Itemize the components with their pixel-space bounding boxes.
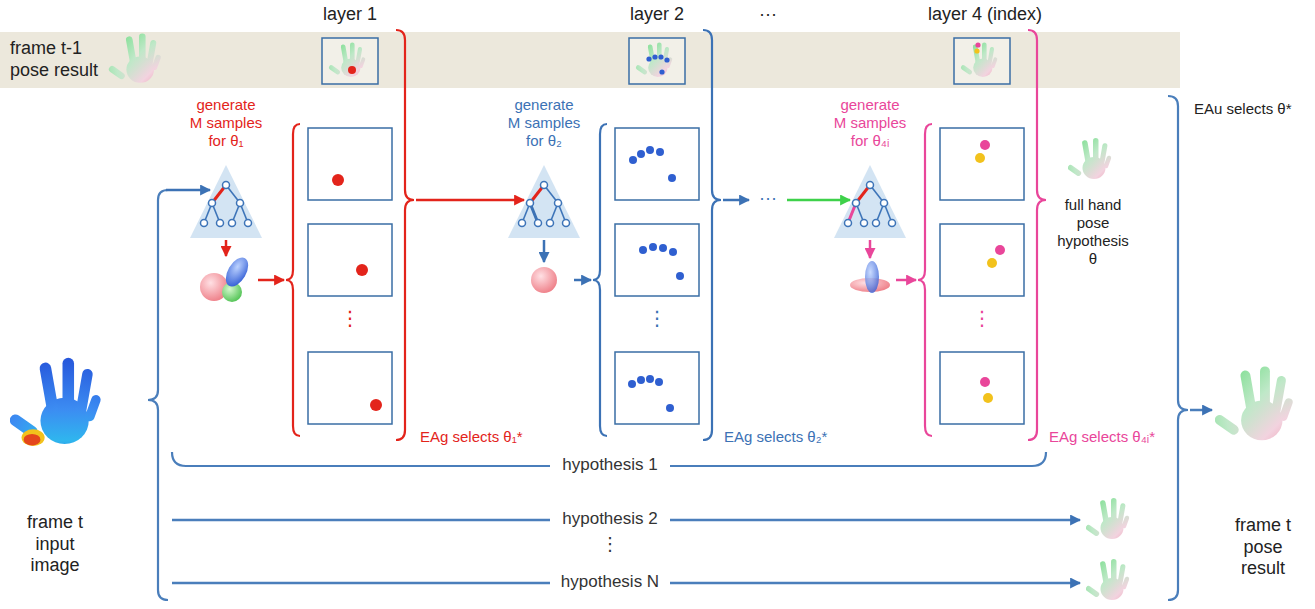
step-label: generate M samples for θ₂ <box>507 96 581 150</box>
hypothesis-label: full hand pose hypothesis θ <box>1055 196 1131 268</box>
vertical-ellipsis: ⋮ <box>642 306 672 330</box>
ellipsis: ··· <box>752 188 784 210</box>
selection-label: EAg selects θ₄ᵢ* <box>1049 428 1167 446</box>
previous-frame-band <box>0 32 1180 88</box>
ellipsis: ··· <box>730 4 806 26</box>
vertical-ellipsis: ⋮ <box>595 534 625 556</box>
layer-label: layer 1 <box>300 4 400 26</box>
vertical-ellipsis: ⋮ <box>335 306 365 330</box>
layer-label: layer 4 (index) <box>905 4 1065 26</box>
frame-label: frame t-1 pose result <box>10 38 110 81</box>
step-label: generate M samples for θ₄ᵢ <box>833 96 907 150</box>
frame-label: frame t pose result <box>1222 515 1304 580</box>
hypothesis-label: hypothesis N <box>550 572 670 592</box>
hypothesis-label: hypothesis 1 <box>550 455 670 475</box>
selection-label: EAu selects θ* <box>1194 100 1309 118</box>
layer-label: layer 2 <box>607 4 707 26</box>
selection-label: EAg selects θ₂* <box>724 428 836 446</box>
hypothesis-label: hypothesis 2 <box>550 509 670 529</box>
vertical-ellipsis: ⋮ <box>967 306 997 330</box>
hand-pose-image <box>108 34 162 83</box>
step-label: generate M samples for θ₁ <box>189 96 263 150</box>
selection-label: EAg selects θ₁* <box>420 428 532 446</box>
frame-label: frame t input image <box>20 512 90 577</box>
